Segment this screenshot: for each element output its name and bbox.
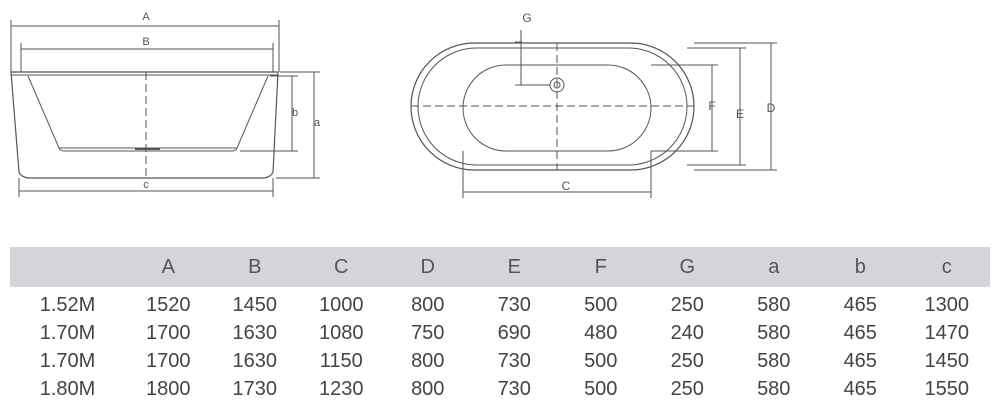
table-row: 1.52M 1520 1450 1000 800 730 500 250 580… — [10, 287, 990, 319]
table-cell: 480 — [584, 322, 618, 344]
column-header — [10, 247, 125, 287]
side-label-c: c — [143, 179, 149, 191]
table-cell: 1550 — [924, 378, 970, 400]
table-cell: 1700 — [146, 350, 191, 372]
table-cell: 1000 — [319, 294, 364, 316]
table-cell: 500 — [584, 294, 618, 316]
column-header: E — [471, 247, 558, 287]
table-cell: 750 — [411, 322, 445, 344]
table-cell: 800 — [411, 378, 445, 400]
table-cell: 800 — [411, 350, 445, 372]
model-cell: 1.70M — [39, 350, 96, 372]
table-cell: 250 — [670, 378, 704, 400]
table-cell: 730 — [497, 294, 531, 316]
side-label-A: A — [142, 11, 150, 23]
column-header: D — [384, 247, 471, 287]
table-cell: 580 — [757, 378, 791, 400]
model-cell: 1.70M — [39, 322, 96, 344]
table-cell: 465 — [843, 294, 877, 316]
side-label-b: b — [292, 107, 298, 119]
table-cell: 730 — [497, 378, 531, 400]
table-cell: 1700 — [146, 322, 191, 344]
table-row: 1.70M 1700 1630 1150 800 730 500 250 580… — [10, 347, 990, 375]
table-row: 1.80M 1800 1730 1230 800 730 500 250 580… — [10, 375, 990, 403]
table-cell: 730 — [497, 350, 531, 372]
column-header: F — [557, 247, 644, 287]
model-cell: 1.80M — [39, 378, 96, 400]
table-cell: 1630 — [232, 350, 278, 372]
column-header: b — [817, 247, 904, 287]
bathtub-technical-drawing: A B c b a G F E D C — [10, 11, 777, 198]
column-header: A — [125, 247, 212, 287]
top-label-D: D — [767, 101, 776, 115]
table-header-row: A B C D E F G a b c — [10, 247, 990, 287]
table-cell: 465 — [843, 322, 877, 344]
table-cell: 1150 — [319, 350, 363, 372]
side-view — [10, 20, 320, 197]
table-cell: 250 — [670, 294, 704, 316]
top-label-E: E — [736, 107, 744, 121]
table-cell: 250 — [670, 350, 704, 372]
table-cell: 1450 — [924, 350, 970, 372]
table-cell: 240 — [670, 322, 704, 344]
table-cell: 1450 — [232, 294, 278, 316]
column-header: C — [298, 247, 385, 287]
table-cell: 500 — [584, 378, 618, 400]
table-cell: 1080 — [319, 322, 364, 344]
side-label-B: B — [142, 36, 149, 48]
table-cell: 1800 — [146, 378, 191, 400]
table-cell: 1230 — [319, 378, 364, 400]
top-label-C: C — [562, 179, 571, 193]
table-cell: 580 — [757, 322, 791, 344]
top-label-G: G — [522, 11, 531, 25]
table-cell: 1630 — [232, 322, 278, 344]
table-cell: 465 — [843, 378, 877, 400]
table-row: 1.70M 1700 1630 1080 750 690 480 240 580… — [10, 319, 990, 347]
column-header: c — [903, 247, 990, 287]
table-cell: 580 — [757, 294, 791, 316]
side-label-a: a — [314, 117, 321, 129]
table-cell: 500 — [584, 350, 618, 372]
table-cell: 1470 — [924, 322, 970, 344]
table-cell: 580 — [757, 350, 791, 372]
table-cell: 1300 — [924, 294, 970, 316]
model-cell: 1.52M — [39, 294, 96, 316]
table-cell: 800 — [411, 294, 445, 316]
table-cell: 690 — [497, 322, 531, 344]
table-cell: 1730 — [232, 378, 278, 400]
top-label-F: F — [708, 99, 715, 113]
table-cell: 465 — [843, 350, 877, 372]
dimensions-table: A B C D E F G a b c 1.52M 1520 1450 1000… — [10, 247, 990, 403]
column-header: a — [730, 247, 817, 287]
column-header: G — [644, 247, 731, 287]
table-cell: 1520 — [146, 294, 191, 316]
top-view — [410, 30, 777, 198]
column-header: B — [211, 247, 298, 287]
